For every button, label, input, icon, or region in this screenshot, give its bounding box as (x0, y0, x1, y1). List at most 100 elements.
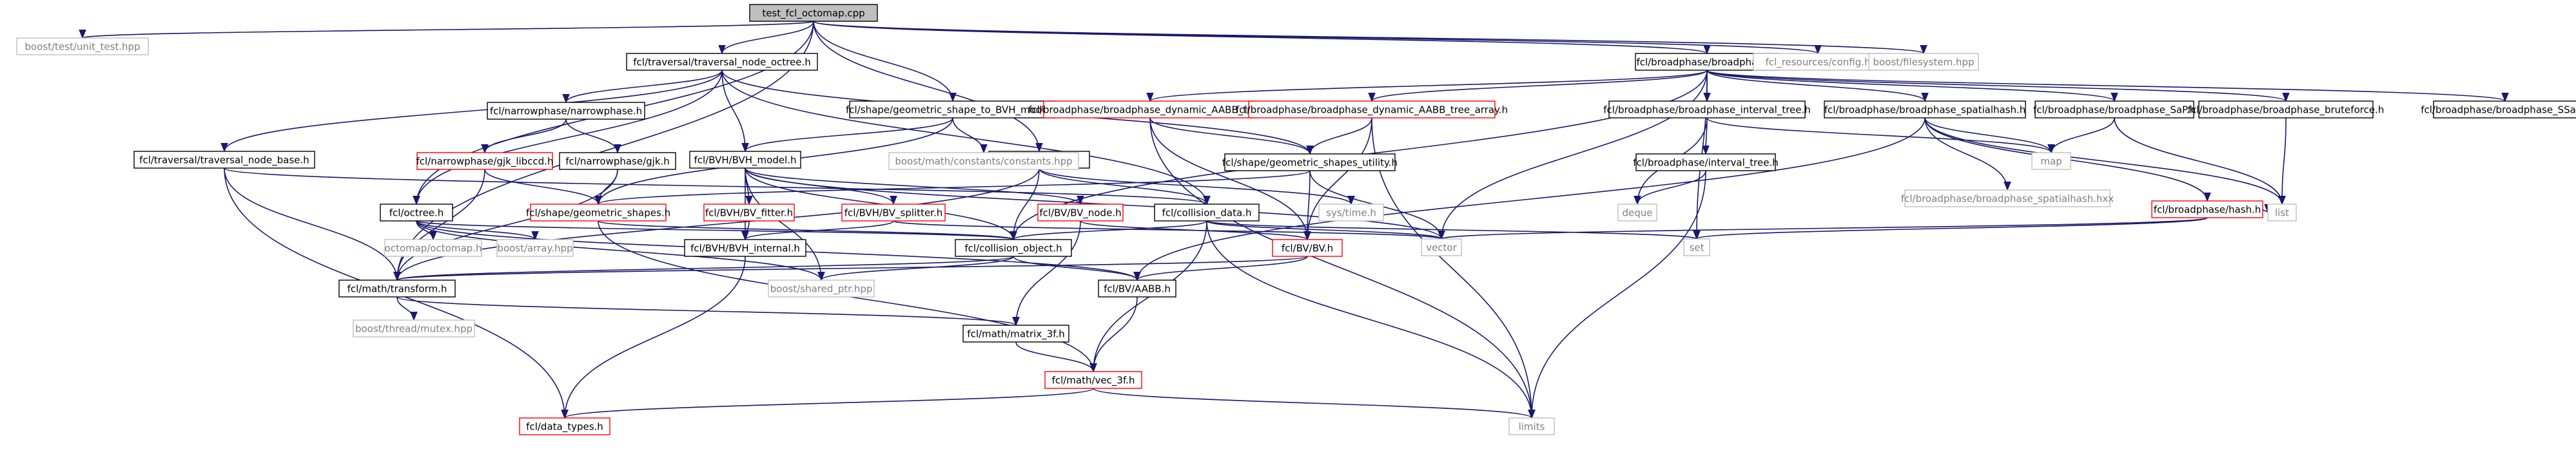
node-array[interactable]: boost/array.hpp (496, 239, 574, 257)
node-trav_base[interactable]: fcl/traversal/traversal_node_base.h (133, 151, 315, 169)
node-bv[interactable]: fcl/BV/BV.h (1272, 239, 1343, 257)
node-list[interactable]: list (2267, 204, 2297, 222)
node-shape_to_bvh[interactable]: fcl/shape/geometric_shape_to_BVH_model.h (846, 100, 1060, 118)
edge-dyn_aabb_arr-to-bv (1303, 117, 1372, 241)
node-label-deque: deque (1622, 207, 1652, 219)
node-box-vector (1421, 238, 1462, 256)
node-spatialhash[interactable]: fcl/broadphase/broadphase_spatialhash.h (1824, 100, 2026, 118)
edge-collision_data-to-vector (1206, 220, 1445, 240)
node-bv_splitter[interactable]: fcl/BVH/BV_splitter.h (841, 204, 946, 222)
node-box-vec3f (1044, 371, 1142, 389)
node-box-bv_splitter (841, 204, 946, 222)
node-geom_shapes[interactable]: fcl/shape/geometric_shapes.h (526, 204, 670, 222)
node-shared_ptr[interactable]: boost/shared_ptr.hpp (768, 280, 875, 298)
node-label-constants: boost/math/constants/constants.hpp (895, 156, 1072, 167)
edge-hash-to-vector (1438, 217, 2208, 240)
node-dyn_aabb_arr[interactable]: fcl/broadphase/broadphase_dynamic_AABB_t… (1236, 100, 1508, 118)
node-box-dyn_aabb_arr (1248, 100, 1496, 118)
node-root[interactable]: test_fcl_octomap.cpp (749, 4, 878, 22)
edge-shape_to_bvh-to-bvh_model (741, 117, 953, 153)
edge-broadphase-to-dyn_aabb_arr (1368, 70, 1708, 102)
node-label-gjk_libccd: fcl/narrowphase/gjk_libccd.h (416, 156, 554, 168)
node-deque[interactable]: deque (1617, 204, 1657, 222)
node-constants[interactable]: boost/math/constants/constants.hpp (888, 152, 1079, 170)
node-narrowphase[interactable]: fcl/narrowphase/narrowphase.h (487, 102, 645, 120)
node-bruteforce[interactable]: fcl/broadphase/broadphase_bruteforce.h (2188, 100, 2385, 118)
node-bvh_model[interactable]: fcl/BVH/BVH_model.h (689, 151, 801, 169)
node-box-geom_shapes (530, 204, 667, 222)
node-unit_test[interactable]: boost/test/unit_test.hpp (16, 37, 149, 55)
node-box-narrowphase (487, 102, 645, 120)
node-bv_fitter[interactable]: fcl/BVH/BV_fitter.h (703, 204, 795, 222)
node-label-geom_shapes: fcl/shape/geometric_shapes.h (526, 207, 670, 220)
edge-collision_data-to-set (1206, 220, 1701, 240)
edge-gjk_libccd-to-geom_shapes (484, 169, 602, 205)
node-vec3f[interactable]: fcl/math/vec_3f.h (1044, 371, 1142, 389)
node-label-vec3f: fcl/math/vec_3f.h (1052, 375, 1135, 387)
node-limits[interactable]: limits (1508, 417, 1555, 435)
node-gjk[interactable]: fcl/narrowphase/gjk.h (559, 152, 676, 170)
node-box-transform (338, 280, 456, 298)
node-box-collision_data (1154, 204, 1260, 222)
node-label-list: list (2275, 207, 2289, 219)
edge-dyn_aabb-to-bv (1149, 117, 1311, 241)
node-label-dyn_aabb: fcl/broadphase/broadphase_dynamic_AABB_t… (1028, 104, 1271, 117)
node-label-limits: limits (1519, 421, 1545, 433)
node-bv_node[interactable]: fcl/BV/BV_node.h (1037, 204, 1124, 222)
node-mutex[interactable]: boost/thread/mutex.hpp (353, 319, 475, 337)
node-interval_tree_bp[interactable]: fcl/broadphase/broadphase_interval_tree.… (1603, 100, 1811, 118)
edge-trav_octree-to-trav_base (220, 70, 723, 153)
node-octomap[interactable]: octomap/octomap.h (384, 239, 482, 257)
node-geom_util[interactable]: fcl/shape/geometric_shapes_utility.h (1222, 153, 1398, 171)
node-dyn_aabb[interactable]: fcl/broadphase/broadphase_dynamic_AABB_t… (1028, 100, 1272, 118)
node-res_config[interactable]: fcl_resources/config.h (1753, 53, 1883, 71)
edge-bv_splitter-to-bvh_internal (741, 220, 894, 241)
node-label-broadphase: fcl/broadphase/broadphase.h (1636, 57, 1777, 68)
edge-test_util-to-transform (393, 167, 1040, 281)
edge-spatialhash-to-aabb (1133, 117, 1926, 281)
node-label-trav_octree: fcl/traversal/traversal_node_octree.h (633, 57, 811, 69)
node-map[interactable]: map (2031, 152, 2071, 170)
edge-octree-to-array (416, 220, 539, 241)
node-sap[interactable]: fcl/broadphase/broadphase_SaP.h (2033, 100, 2196, 118)
edge-hash-to-set (1693, 217, 2208, 240)
node-transform[interactable]: fcl/math/transform.h (338, 280, 456, 298)
node-gjk_libccd[interactable]: fcl/narrowphase/gjk_libccd.h (416, 152, 554, 170)
edge-collision_object-to-aabb (1013, 256, 1141, 281)
node-box-root (749, 4, 878, 22)
node-box-constants (888, 152, 1079, 170)
node-ssap[interactable]: fcl/broadphase/broadphase_SSaP.h (2421, 100, 2576, 118)
node-interval_tree[interactable]: fcl/broadphase/interval_tree.h (1633, 153, 1779, 171)
edge-root-to-broadphase (813, 21, 1711, 55)
node-label-array: boost/array.hpp (497, 243, 572, 254)
node-octree[interactable]: fcl/octree.h (380, 204, 453, 222)
node-trav_octree[interactable]: fcl/traversal/traversal_node_octree.h (626, 53, 818, 71)
node-box-spatialhash_hxx (1904, 189, 2111, 207)
node-matrix3f[interactable]: fcl/math/matrix_3f.h (962, 325, 1069, 343)
node-box-sap (2034, 100, 2194, 118)
node-label-trav_base: fcl/traversal/traversal_node_base.h (139, 155, 309, 167)
node-hash[interactable]: fcl/broadphase/hash.h (2151, 200, 2263, 218)
node-box-mutex (353, 319, 475, 337)
node-box-systime (1318, 204, 1384, 222)
node-collision_object[interactable]: fcl/collision_object.h (955, 239, 1072, 257)
node-data_types[interactable]: fcl/data_types.h (519, 417, 610, 435)
node-label-narrowphase: fcl/narrowphase/narrowphase.h (490, 106, 642, 117)
edge-test_util-to-collision_data (1039, 167, 1211, 205)
edge-broadphase-to-spatialhash (1706, 70, 1929, 102)
edge-interval_tree-to-deque (1634, 170, 1706, 205)
edge-narrowphase-to-gjk (565, 118, 621, 154)
edge-dyn_aabb_arr-to-geom_util (1306, 117, 1372, 155)
node-box-list (2267, 204, 2297, 222)
node-bvh_internal[interactable]: fcl/BVH/BVH_internal.h (684, 239, 806, 257)
node-vector[interactable]: vector (1421, 238, 1462, 256)
node-systime[interactable]: sys/time.h (1318, 204, 1384, 222)
node-set[interactable]: set (1683, 238, 1710, 256)
node-filesystem[interactable]: boost/filesystem.hpp (1868, 53, 1979, 71)
node-aabb[interactable]: fcl/BV/AABB.h (1098, 280, 1176, 298)
node-label-vector: vector (1426, 242, 1457, 254)
node-spatialhash_hxx[interactable]: fcl/broadphase/broadphase_spatialhash.hx… (1901, 189, 2114, 207)
node-box-gjk (559, 152, 676, 170)
node-collision_data[interactable]: fcl/collision_data.h (1154, 204, 1260, 222)
